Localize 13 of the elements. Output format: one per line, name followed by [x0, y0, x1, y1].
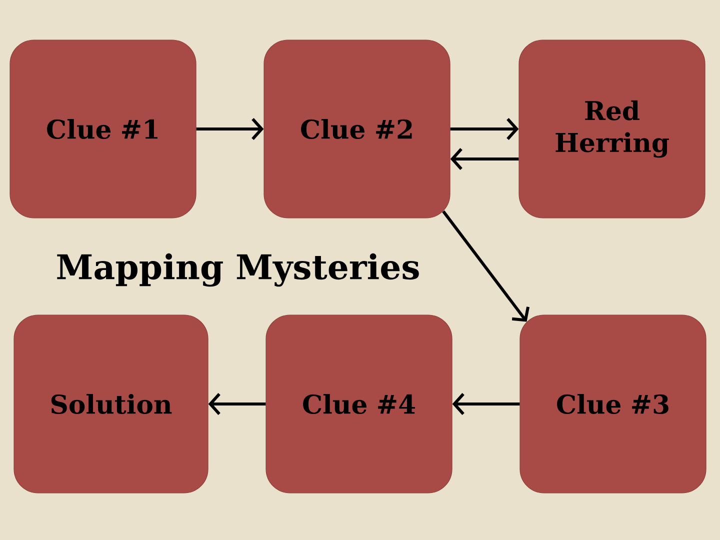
arrow [450, 148, 519, 170]
rounded-box: Clue #1 [10, 40, 196, 218]
arrow [196, 118, 264, 140]
arrow [442, 210, 530, 322]
rounded-box: Clue #4 [266, 314, 452, 494]
rounded-box: Clue #3 [520, 314, 706, 494]
arrow [452, 392, 520, 415]
rounded-box: Clue #2 [264, 40, 450, 218]
rounded-box: Solution [14, 314, 208, 494]
arrow [450, 118, 519, 140]
title: Mapping Mysteries [57, 253, 419, 287]
arrow [208, 392, 266, 415]
rounded-box: Red Herring [518, 40, 706, 218]
